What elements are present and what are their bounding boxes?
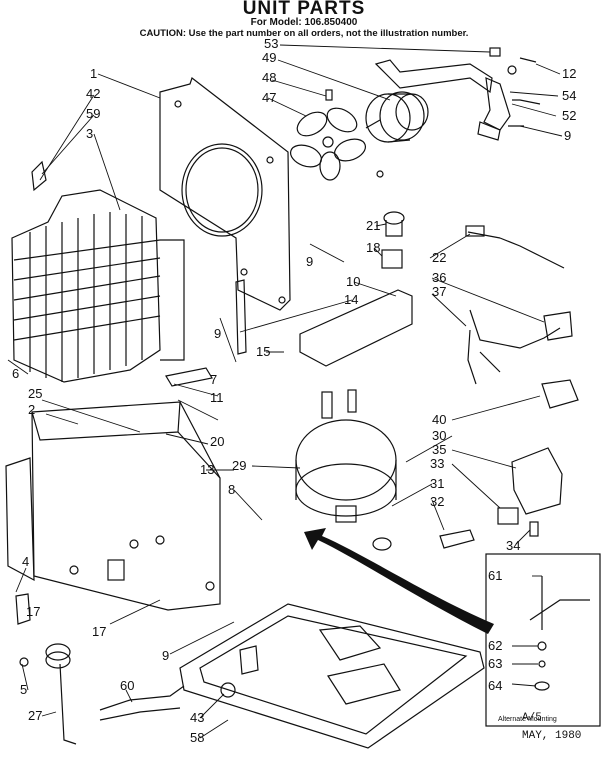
callout-number: 48 xyxy=(262,70,276,85)
callout-number: 64 xyxy=(488,678,502,693)
revision-date: MAY, 1980 xyxy=(522,730,582,742)
callout-number: 31 xyxy=(430,476,444,491)
callout-number: 35 xyxy=(432,442,446,457)
page-title: UNIT PARTS xyxy=(242,0,366,19)
callout-number: 9 xyxy=(162,648,169,663)
fan-motor-part xyxy=(365,91,429,143)
back-panel-part xyxy=(159,77,291,311)
callout-number: 22 xyxy=(432,250,446,265)
callout-number: 17 xyxy=(26,604,40,619)
callout-number: 21 xyxy=(366,218,380,233)
callout-number: 34 xyxy=(506,538,520,553)
callout-number: 2 xyxy=(28,402,35,417)
callout-number: 62 xyxy=(488,638,502,653)
callout-number: 13 xyxy=(200,462,214,477)
grommet-parts xyxy=(372,529,475,551)
inset-caption: Alternate Mounting xyxy=(498,716,557,723)
callout-number: 6 xyxy=(12,366,19,381)
callout-number: 61 xyxy=(488,568,502,583)
compressor-part xyxy=(295,389,397,523)
callout-number: 20 xyxy=(210,434,224,449)
fan-blade-part xyxy=(289,89,384,181)
model-number: For Model: 106.850400 xyxy=(250,17,358,28)
assembly-arrow xyxy=(304,528,494,634)
callout-number: 11 xyxy=(210,390,224,405)
callout-number: 15 xyxy=(256,344,270,359)
callout-number: 63 xyxy=(488,656,502,671)
power-cord-part xyxy=(465,225,573,385)
callout-number: 9 xyxy=(214,326,221,341)
condenser-coil-part xyxy=(11,160,185,383)
callout-number: 36 xyxy=(432,270,446,285)
callout-number: 40 xyxy=(432,412,446,427)
callout-number: 37 xyxy=(432,284,446,299)
callout-number: 1 xyxy=(90,66,97,81)
callout-number: 29 xyxy=(232,458,246,473)
callout-number: 8 xyxy=(228,482,235,497)
callout-number: 10 xyxy=(346,274,360,289)
callout-number: 33 xyxy=(430,456,444,471)
overload-parts xyxy=(497,379,579,537)
callout-number: 47 xyxy=(262,90,276,105)
caution-note: CAUTION: Use the part number on all orde… xyxy=(139,28,469,39)
callout-number: 5 xyxy=(20,682,27,697)
callout-number: 17 xyxy=(92,624,106,639)
callout-number: 43 xyxy=(190,710,204,725)
crossbar-parts xyxy=(165,279,413,387)
callout-number: 12 xyxy=(562,66,576,81)
callout-number: 53 xyxy=(264,36,278,51)
thermostat-parts xyxy=(381,211,405,269)
callout-number: 9 xyxy=(306,254,313,269)
callout-number: 9 xyxy=(564,128,571,143)
cabinet-part xyxy=(5,401,221,611)
callout-number: 59 xyxy=(86,106,100,121)
callout-number: 3 xyxy=(86,126,93,141)
callout-number: 30 xyxy=(432,428,446,443)
leader-lines xyxy=(7,44,563,739)
callout-number: 58 xyxy=(190,730,204,745)
callout-number: 49 xyxy=(262,50,276,65)
callout-number: 18 xyxy=(366,240,380,255)
alternate-mounting-inset xyxy=(485,553,601,727)
base-pan-part xyxy=(179,603,485,749)
callout-labels: 1425936252138417179527604358534948471254… xyxy=(12,36,576,745)
callout-number: 52 xyxy=(562,108,576,123)
callout-number: 32 xyxy=(430,494,444,509)
callout-number: 25 xyxy=(28,386,42,401)
wiring-parts xyxy=(15,593,185,745)
callout-number: 7 xyxy=(210,372,217,387)
page-number: A/5 xyxy=(522,712,542,724)
callout-number: 27 xyxy=(28,708,42,723)
callout-number: 60 xyxy=(120,678,134,693)
callout-number: 54 xyxy=(562,88,576,103)
callout-number: 14 xyxy=(344,292,358,307)
callout-number: 42 xyxy=(86,86,100,101)
callout-number: 4 xyxy=(22,554,29,569)
